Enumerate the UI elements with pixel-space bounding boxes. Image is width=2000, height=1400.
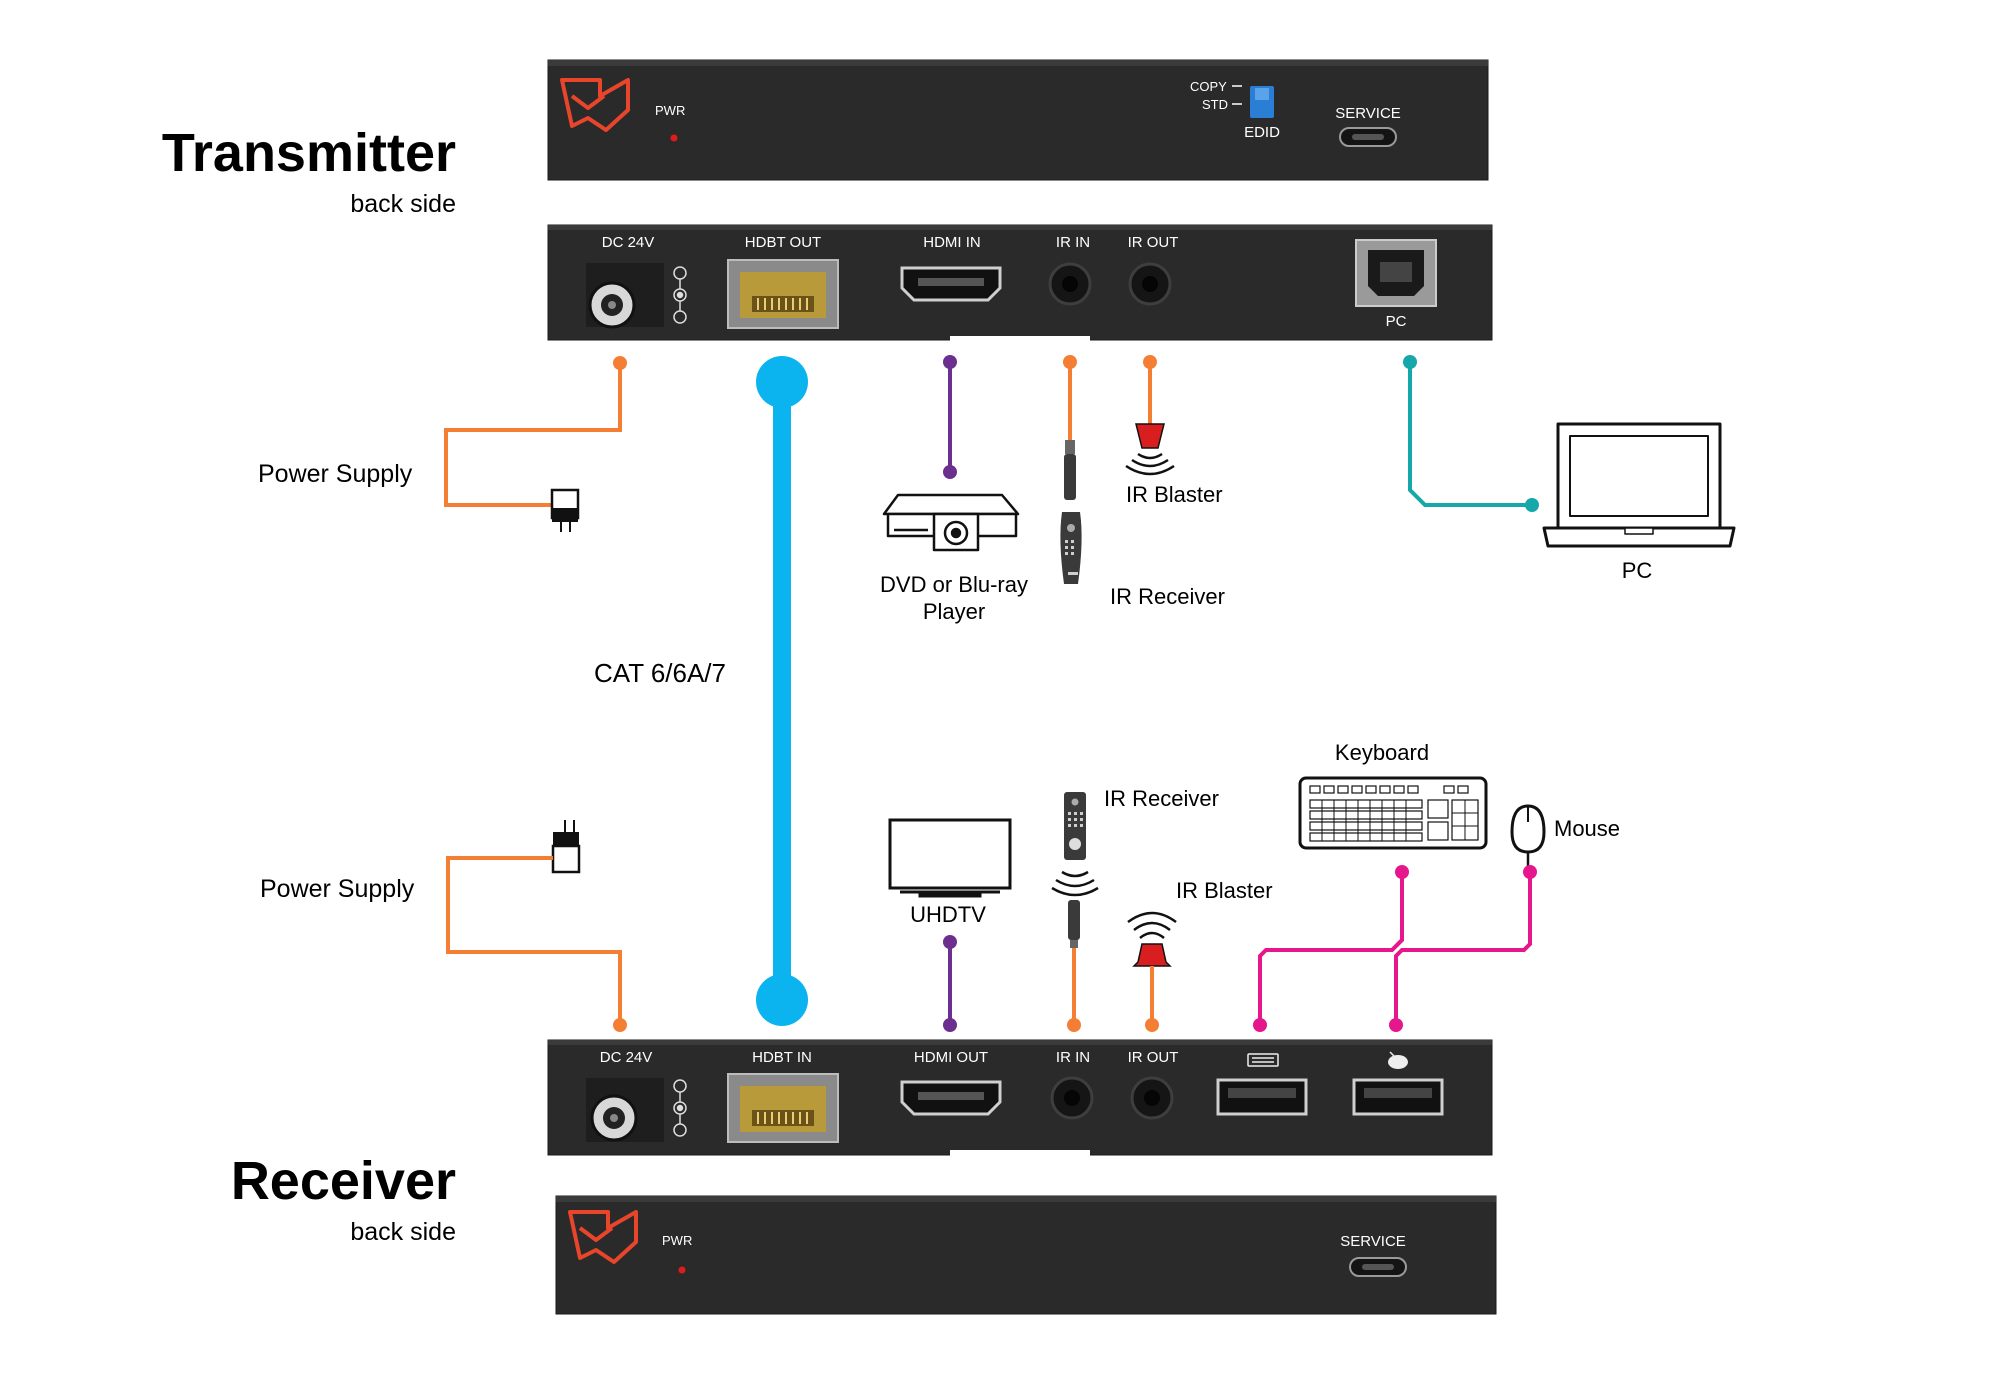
usb-a-port-keyboard[interactable] — [1216, 1078, 1308, 1116]
ir-receiver-bottom-label: IR Receiver — [1104, 786, 1219, 811]
mouse-dot — [1523, 865, 1537, 879]
ir-receiver-icon-bottom — [1068, 900, 1080, 948]
ir-blaster-icon-bottom — [1127, 911, 1177, 967]
usb-a-port-mouse[interactable] — [1352, 1078, 1444, 1116]
pc-label: PC — [1621, 558, 1653, 583]
keyboard-icon — [1298, 776, 1488, 850]
hdbt-in-port[interactable] — [727, 1073, 839, 1143]
rx-hdbt-label: HDBT IN — [752, 1049, 812, 1066]
dvd-label-line1: DVD or Blu-ray — [880, 572, 1028, 597]
keyboard-label: Keyboard — [1334, 740, 1430, 765]
laptop-port-dot — [1525, 498, 1539, 512]
tx-edid-label: EDID — [1244, 124, 1280, 141]
ir-out-cable-bottom — [1145, 966, 1159, 1032]
keyboard-dot — [1395, 865, 1409, 879]
pwr-led-icon-rx — [678, 1266, 686, 1274]
ir-remote-icon — [1051, 792, 1099, 897]
power-adapter-icon-bottom — [551, 820, 581, 874]
tx-copy-label: COPY — [1190, 79, 1227, 94]
tx-hdmi-label: HDMI IN — [923, 234, 981, 251]
hdbt-cable — [756, 356, 808, 1026]
transmitter-subtitle: back side — [350, 190, 456, 218]
polarity-icon-rx — [673, 1079, 687, 1137]
pwr-led-icon — [670, 134, 678, 142]
tx-service-label: SERVICE — [1335, 105, 1401, 122]
dc-connection-dot-bottom — [613, 1018, 627, 1032]
rx-service-label: SERVICE — [1340, 1233, 1406, 1250]
mouse-label: Mouse — [1554, 816, 1621, 841]
keyboard-port-icon — [1247, 1053, 1279, 1067]
dvd-label-line2: Player — [922, 599, 986, 624]
ir-in-jack[interactable] — [1048, 262, 1092, 306]
edid-switch[interactable] — [1250, 86, 1274, 118]
usb-cable-pc — [1408, 362, 1532, 507]
ir-out-jack-rx[interactable] — [1130, 1076, 1174, 1120]
pc-port-dot — [1403, 355, 1417, 369]
tv-icon — [888, 818, 1012, 898]
tx-irin-label: IR IN — [1055, 234, 1091, 251]
power-supply-top-label: Power Supply — [258, 460, 413, 488]
ir-blaster-top-label: IR Blaster — [1126, 482, 1223, 507]
tx-irout-label: IR OUT — [1127, 234, 1179, 251]
rx-pwr-label: PWR — [662, 1233, 693, 1248]
rx-hdmi-label: HDMI OUT — [913, 1049, 989, 1066]
service-port[interactable] — [1339, 127, 1397, 147]
ir-in-cable-bottom — [1067, 948, 1081, 1032]
tx-std-label: STD — [1202, 97, 1228, 112]
hdmi-in-port[interactable] — [900, 266, 1002, 302]
mouse-port-dot — [1389, 1018, 1403, 1032]
tx-pc-label: PC — [1385, 313, 1407, 330]
power-cable-bottom — [446, 856, 622, 1025]
brand-logo-icon — [560, 78, 630, 132]
tx-dc-label: DC 24V — [601, 234, 655, 251]
hdbt-out-port[interactable] — [727, 259, 839, 329]
keyboard-port-dot — [1253, 1018, 1267, 1032]
mouse-port-icon — [1388, 1051, 1408, 1069]
power-cable-top — [444, 363, 622, 507]
ir-out-cable-top — [1143, 355, 1157, 425]
hdmi-out-port[interactable] — [900, 1080, 1002, 1116]
ir-in-cable-top — [1063, 355, 1077, 448]
dvd-player-icon — [882, 493, 1020, 552]
tx-pwr-label: PWR — [655, 103, 686, 118]
ir-in-jack-rx[interactable] — [1050, 1076, 1094, 1120]
transmitter-front-panel — [547, 59, 1489, 181]
dc-power-jack-rx[interactable] — [586, 1078, 664, 1142]
service-port-rx[interactable] — [1349, 1257, 1407, 1277]
hdmi-cable-top — [943, 355, 957, 479]
pc-usb-b-port[interactable] — [1355, 239, 1437, 307]
usb-cable-mouse — [1394, 872, 1532, 1025]
laptop-icon — [1542, 422, 1736, 548]
ir-receiver-top-label: IR Receiver — [1110, 584, 1225, 609]
dc-power-jack[interactable] — [586, 263, 664, 329]
brand-logo-icon-rx — [568, 1210, 638, 1264]
rx-dc-label: DC 24V — [599, 1049, 653, 1066]
transmitter-title: Transmitter — [161, 123, 456, 183]
power-supply-bottom-label: Power Supply — [260, 875, 415, 903]
receiver-subtitle: back side — [350, 1218, 456, 1246]
receiver-rear-panel — [547, 1039, 1493, 1156]
power-adapter-icon — [550, 488, 580, 532]
transmitter-rear-panel — [547, 224, 1493, 342]
tx-hdbt-label: HDBT OUT — [744, 234, 822, 251]
mouse-icon — [1510, 804, 1546, 866]
uhdtv-label: UHDTV — [910, 902, 986, 927]
ir-blaster-bottom-label: IR Blaster — [1176, 878, 1273, 903]
rx-irin-label: IR IN — [1055, 1049, 1091, 1066]
usb-cable-keyboard — [1258, 872, 1404, 1025]
polarity-icon — [673, 266, 687, 324]
ir-out-jack[interactable] — [1128, 262, 1172, 306]
rx-irout-label: IR OUT — [1127, 1049, 1179, 1066]
ir-receiver-icon — [1060, 440, 1082, 584]
cable-label: CAT 6/6A/7 — [594, 658, 726, 688]
hdmi-cable-bottom — [943, 935, 957, 1032]
receiver-title: Receiver — [230, 1151, 456, 1211]
receiver-front-panel — [555, 1195, 1497, 1315]
dc-connection-dot — [613, 356, 627, 370]
ir-blaster-icon — [1125, 423, 1175, 476]
